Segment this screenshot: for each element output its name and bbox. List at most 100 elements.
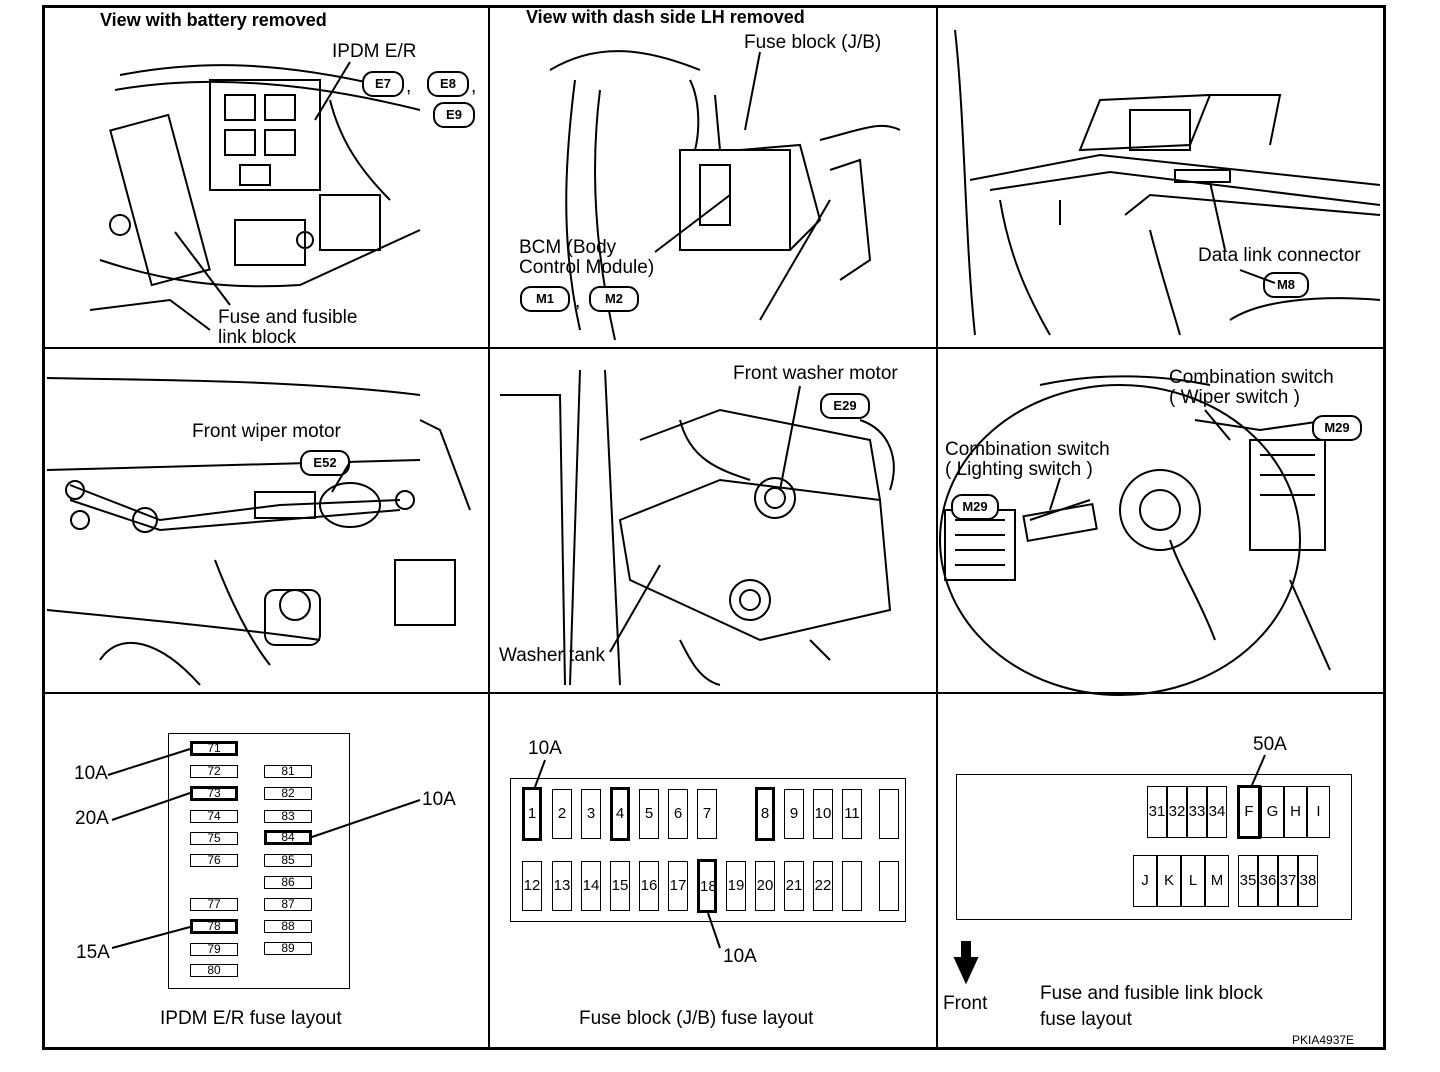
fuse: 17: [668, 861, 688, 911]
diagram-frame: [42, 5, 1386, 1050]
fuse: 4: [610, 787, 630, 841]
fusible-link: M: [1205, 855, 1229, 907]
washer-motor-label: Front washer motor: [733, 363, 898, 384]
fuse: 36: [1258, 855, 1278, 907]
fuse: 16: [639, 861, 659, 911]
amperage-callout: 15A: [76, 942, 110, 963]
fuse: 83: [264, 810, 312, 823]
fusible-link: H: [1284, 786, 1307, 838]
connector-badge: M1: [520, 286, 570, 312]
fuse: 12: [522, 861, 542, 911]
connector-badge: E52: [300, 450, 350, 476]
fuse: 82: [264, 787, 312, 800]
grid-divider: [42, 692, 1386, 694]
comma: ,: [575, 291, 581, 312]
fusible-link: F: [1237, 785, 1261, 839]
comma: ,: [471, 76, 477, 97]
fuse-block-label: Fuse and fusible: [218, 307, 358, 328]
fuse: 9: [784, 789, 804, 839]
fuse: 34: [1207, 786, 1227, 838]
fuse: 77: [190, 898, 238, 911]
fuse: 7: [697, 789, 717, 839]
fuse-block-label-2: link block: [218, 327, 297, 348]
fuse-block-jb-label: Fuse block (J/B): [744, 32, 882, 53]
comma: ,: [406, 76, 412, 97]
dlc-label: Data link connector: [1198, 245, 1361, 266]
fuse: 11: [842, 789, 862, 839]
fuse: 3: [581, 789, 601, 839]
fusible-link-box: [956, 774, 1352, 920]
fuse: 20: [755, 861, 775, 911]
fuse: 78: [190, 919, 238, 934]
fuse: 33: [1187, 786, 1207, 838]
fuse: 87: [264, 898, 312, 911]
amperage-callout: 10A: [74, 763, 108, 784]
fuse: 76: [190, 854, 238, 867]
fuse: 35: [1238, 855, 1258, 907]
amperage-callout: 10A: [422, 789, 456, 810]
jb-fuse-box: [510, 778, 906, 922]
fuse: 84: [264, 830, 312, 845]
fusible-link: L: [1181, 855, 1205, 907]
fuse: 72: [190, 765, 238, 778]
lighting-switch-label-2: ( Lighting switch ): [945, 459, 1093, 480]
fusible-link: G: [1261, 786, 1284, 838]
panel2-title: View with dash side LH removed: [526, 7, 805, 27]
connector-badge: E29: [820, 393, 870, 419]
grid-divider: [42, 347, 1386, 349]
fuse: 22: [813, 861, 833, 911]
fuse: 88: [264, 920, 312, 933]
fuse: 81: [264, 765, 312, 778]
fuse: 1: [522, 787, 542, 841]
ipdm-fuse-box: [168, 733, 350, 989]
fuse: 10: [813, 789, 833, 839]
dash-sketch: [549, 50, 901, 341]
wiper-switch-label-2: ( Wiper switch ): [1169, 387, 1300, 408]
connector-badge: E7: [362, 71, 404, 97]
wiper-motor-sketch: [46, 377, 471, 686]
fuse: 18: [697, 859, 717, 913]
fuse: 21: [784, 861, 804, 911]
front-label: Front: [943, 993, 988, 1014]
fusible-caption-2: fuse layout: [1040, 1009, 1132, 1030]
fuse: 80: [190, 964, 238, 977]
jb-caption: Fuse block (J/B) fuse layout: [579, 1008, 814, 1029]
engine-bay-sketch: [89, 64, 421, 331]
fuse: 5: [639, 789, 659, 839]
connector-badge: M29: [1312, 415, 1362, 441]
fuse: 89: [264, 942, 312, 955]
fusible-link: K: [1157, 855, 1181, 907]
fuse: 2: [552, 789, 572, 839]
amperage-callout: 50A: [1253, 734, 1287, 755]
fuse: 75: [190, 832, 238, 845]
figure-code: PKIA4937E: [1292, 1033, 1355, 1047]
fuse: 38: [1298, 855, 1318, 907]
fusible-link: J: [1133, 855, 1157, 907]
fuse: 14: [581, 861, 601, 911]
wiper-motor-label: Front wiper motor: [192, 421, 341, 442]
grid-divider: [936, 5, 938, 1050]
steering-sketch: [939, 375, 1331, 696]
connector-badge: E8: [427, 71, 469, 97]
fuse: 74: [190, 810, 238, 823]
panel1-title: View with battery removed: [100, 10, 327, 30]
fuse: 85: [264, 854, 312, 867]
connector-badge: E9: [433, 102, 475, 128]
washer-tank-label: Washer tank: [499, 645, 605, 666]
wiper-switch-label: Combination switch: [1169, 367, 1334, 388]
bcm-label-2: Control Module): [519, 257, 655, 278]
empty-fuse-slot: [842, 861, 862, 911]
fuse: 19: [726, 861, 746, 911]
amperage-callout: 20A: [75, 808, 109, 829]
lower-dash-sketch: [954, 29, 1381, 336]
fuse: 73: [190, 786, 238, 801]
amperage-callout: 10A: [723, 946, 757, 967]
empty-fuse-slot: [879, 789, 899, 839]
fusible-link: I: [1307, 786, 1330, 838]
fuse: 13: [552, 861, 572, 911]
fuse: 71: [190, 741, 238, 756]
connector-badge: M8: [1263, 272, 1309, 298]
lighting-switch-label: Combination switch: [945, 439, 1110, 460]
